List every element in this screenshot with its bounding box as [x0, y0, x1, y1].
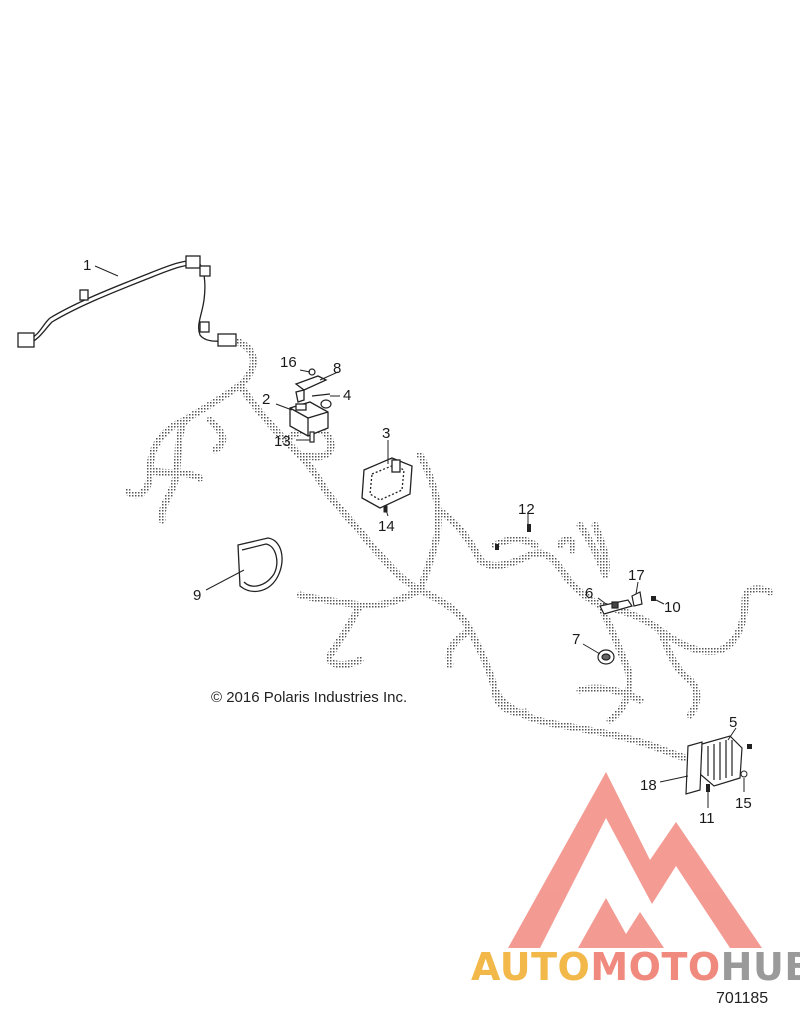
callout-13: 13 [274, 433, 291, 450]
watermark-part-auto: AUTO [471, 945, 591, 989]
callout-14: 14 [378, 518, 395, 535]
strap-part-9 [237, 537, 283, 593]
callout-2: 2 [262, 391, 270, 408]
callout-15: 15 [735, 795, 752, 812]
connector-part-4 [311, 393, 332, 409]
bracket-part-6 [599, 599, 633, 615]
grommet-part-7 [597, 649, 615, 665]
screw-part-5b [747, 744, 752, 749]
screw-part-10 [651, 596, 656, 601]
callout-17: 17 [628, 567, 645, 584]
watermark-part-moto: MOTO [590, 945, 721, 989]
watermark-part-hub: HUB [720, 945, 800, 989]
callout-11: 11 [699, 810, 715, 827]
copyright-notice: © 2016 Polaris Industries Inc. [211, 689, 408, 706]
clip-part-17 [631, 591, 643, 607]
fastener-part-12 [495, 524, 531, 550]
callout-16: 16 [280, 354, 297, 371]
callout-18: 18 [640, 777, 657, 794]
callout-1: 1 [83, 257, 91, 274]
callout-5: 5 [729, 714, 737, 731]
main-harness [124, 336, 774, 764]
ecu-part-3 [361, 457, 413, 509]
screw-part-13 [309, 431, 315, 443]
watermark-brand: AUTOMOTOHUB [471, 945, 800, 989]
callout-4: 4 [343, 387, 351, 404]
bracket-part-8 [294, 375, 328, 403]
callout-labels: 1 2 3 4 5 6 7 8 9 10 11 12 13 14 15 16 1… [83, 257, 752, 827]
watermark-logo [508, 772, 762, 948]
diagram-number: 701185 [716, 990, 769, 1007]
callout-7: 7 [572, 631, 580, 648]
nut-part-15 [740, 770, 748, 778]
bracket-part-18 [685, 741, 703, 795]
callout-9: 9 [193, 587, 201, 604]
relay-module-part-2 [289, 401, 329, 437]
screw-part-14 [383, 505, 388, 513]
callout-3: 3 [382, 425, 390, 442]
callout-8: 8 [333, 360, 341, 377]
callout-6: 6 [585, 585, 593, 602]
harness-part-1 [17, 255, 237, 348]
callout-10: 10 [664, 599, 681, 616]
regulator-part-5 [699, 735, 743, 787]
leader-lines [94, 265, 745, 808]
callout-12: 12 [518, 501, 535, 518]
screw-part-11 [706, 784, 710, 792]
